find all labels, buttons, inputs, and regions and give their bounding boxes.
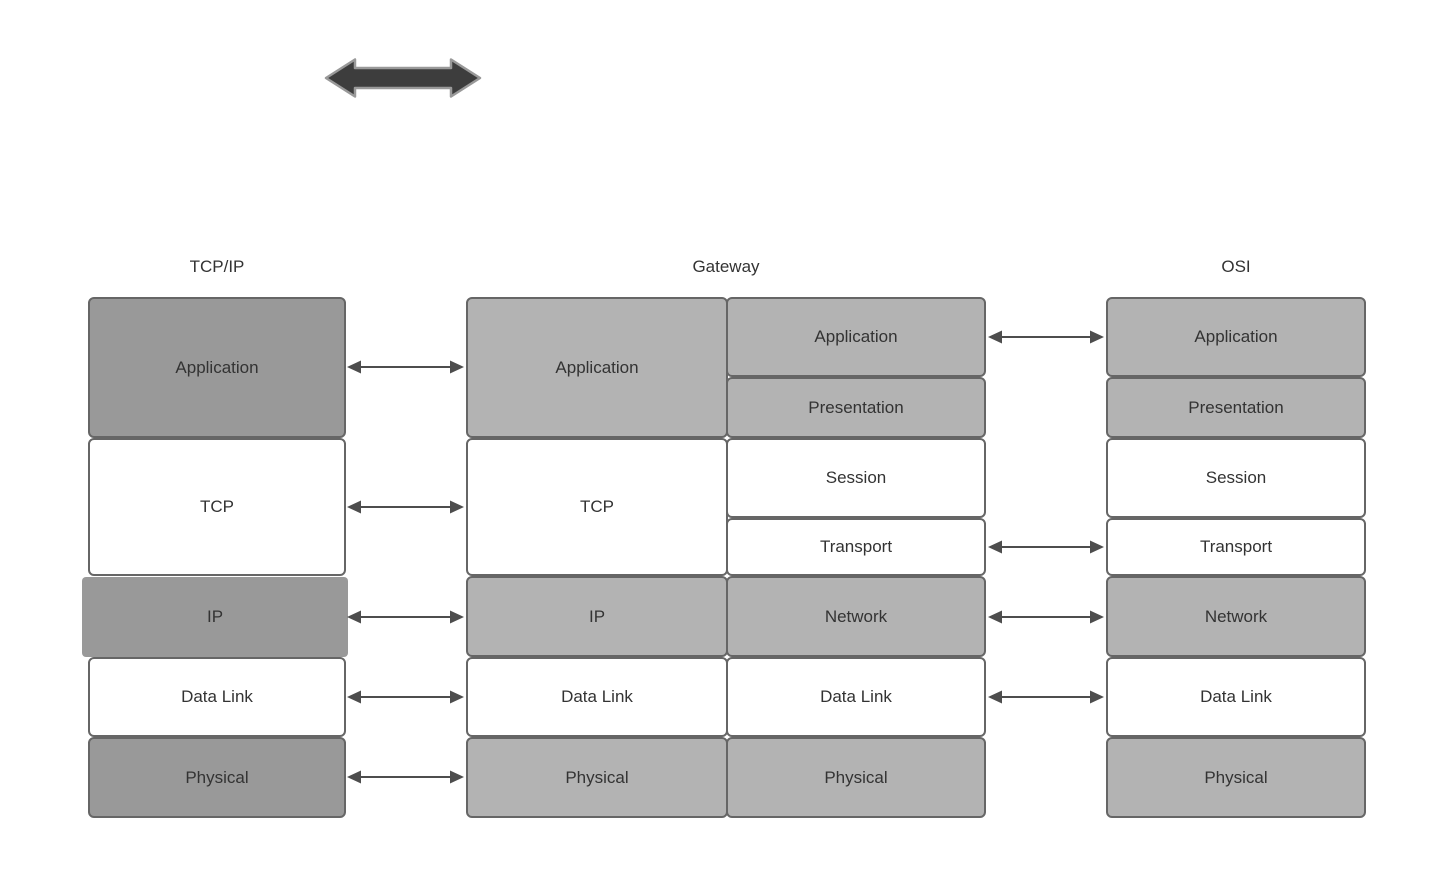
osi-layer-transport: Transport	[1106, 518, 1366, 576]
tcpip-layer-ip: IP	[82, 577, 348, 657]
connector-gateway-osi-application	[988, 330, 1104, 344]
gateway-column-title: Gateway	[692, 257, 760, 276]
gateway-right-layer-session: Session	[726, 438, 986, 518]
osi-layer-physical: Physical	[1106, 737, 1366, 818]
osi-layer-session: Session	[1106, 438, 1366, 518]
gateway-right-layer-network: Network	[726, 576, 986, 657]
gateway-left-layer-application: Application	[466, 297, 728, 438]
gateway-right-layer-presentation: Presentation	[726, 377, 986, 438]
connector-gateway-osi-data-link	[988, 690, 1104, 704]
connector-gateway-osi-network	[988, 610, 1104, 624]
gateway-left-layer-physical: Physical	[466, 737, 728, 818]
gateway-right-layer-transport: Transport	[726, 518, 986, 576]
gateway-left-layer-ip: IP	[466, 576, 728, 657]
osi-layer-data-link: Data Link	[1106, 657, 1366, 737]
connector-tcpip-gateway-tcp	[347, 500, 464, 514]
gateway-left-layer-data-link: Data Link	[466, 657, 728, 737]
connector-tcpip-gateway-data-link	[347, 690, 464, 704]
gateway-left-layer-tcp: TCP	[466, 438, 728, 576]
osi-layer-network: Network	[1106, 576, 1366, 657]
bidirectional-arrow-icon	[324, 58, 482, 98]
tcpip-layer-physical: Physical	[88, 737, 346, 818]
tcpip-layer-data-link: Data Link	[88, 657, 346, 737]
tcpip-layer-application: Application	[88, 297, 346, 438]
connector-gateway-osi-transport	[988, 540, 1104, 554]
connector-tcpip-gateway-ip	[347, 610, 464, 624]
osi-layer-presentation: Presentation	[1106, 377, 1366, 438]
gateway-right-layer-application: Application	[726, 297, 986, 377]
osi-layer-application: Application	[1106, 297, 1366, 377]
connector-tcpip-gateway-application	[347, 360, 464, 374]
tcpip-column-title: TCP/IP	[189, 257, 245, 276]
connector-tcpip-gateway-physical	[347, 770, 464, 784]
osi-column-title: OSI	[1221, 257, 1251, 276]
tcpip-layer-tcp: TCP	[88, 438, 346, 576]
gateway-right-layer-physical: Physical	[726, 737, 986, 818]
gateway-right-layer-data-link: Data Link	[726, 657, 986, 737]
